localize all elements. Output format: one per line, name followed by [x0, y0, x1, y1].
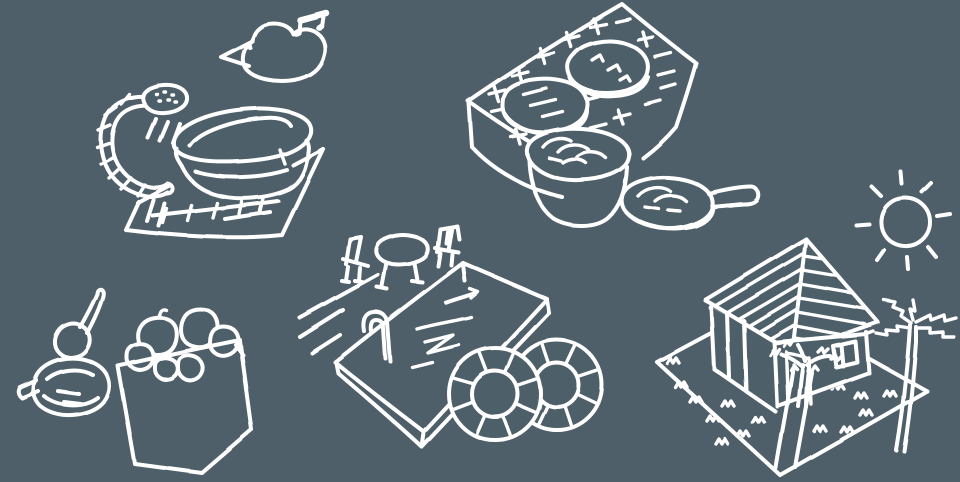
- frying-pan-bottom: [624, 204, 715, 231]
- grill-body: [467, 101, 564, 199]
- bird-beak: [219, 39, 254, 68]
- shower-head-holes: [154, 90, 179, 104]
- apple: [153, 355, 180, 382]
- apple: [208, 324, 241, 358]
- bbq-scene: [444, 2, 761, 245]
- garden-tree: [768, 338, 843, 409]
- frying-pan-contents: [636, 185, 688, 213]
- frying-pan-handle: [707, 185, 761, 209]
- grass-tufts: [665, 356, 898, 446]
- swim-ring: [447, 346, 543, 442]
- apple-stem: [157, 307, 168, 320]
- swim-ring-segments: [450, 349, 540, 439]
- bath-scene: [95, 9, 330, 240]
- bathtub-body: [174, 138, 311, 201]
- pool-ladder: [361, 309, 392, 363]
- steak-grill-marks: [590, 53, 632, 83]
- sun-rays: [854, 170, 952, 271]
- singing-bird: [240, 21, 327, 83]
- poolside-chair-left: [340, 235, 370, 284]
- palm-trunk: [894, 323, 918, 453]
- saucepan: [31, 356, 112, 418]
- garden-path: [774, 367, 814, 470]
- resort-scene: [655, 170, 958, 477]
- hut-walls: [709, 305, 871, 413]
- cooking-scene: [16, 287, 254, 475]
- bird-eye-icon: [247, 42, 252, 50]
- bathtub-rim: [171, 106, 313, 164]
- palm-tree: [874, 298, 958, 453]
- bathtub-inner-edge: [188, 115, 293, 148]
- music-note-beam-icon: [296, 9, 330, 24]
- poolside-chair-right: [433, 225, 460, 268]
- apples: [125, 307, 241, 383]
- food-bowl-contents: [541, 136, 608, 165]
- thatch-right: [793, 254, 869, 344]
- tiled-mat: [124, 147, 325, 240]
- deck-lines: [298, 273, 380, 355]
- steak-grill-marks: [522, 87, 565, 119]
- apple: [176, 353, 205, 383]
- wooden-spoon: [52, 287, 106, 360]
- apple-crate: [116, 338, 254, 475]
- steak: [565, 39, 650, 95]
- poolside-table: [374, 233, 430, 291]
- pool-scene: [298, 225, 604, 449]
- mat-grid-ticks: [161, 148, 287, 225]
- shower-hose-ribs: [95, 92, 147, 198]
- water-ripples: [410, 287, 480, 369]
- palm-fronds: [874, 298, 958, 339]
- shower-head: [140, 82, 190, 116]
- music-note-head-icon: [315, 23, 325, 31]
- sun-icon: [878, 196, 932, 249]
- music-note-head-icon: [292, 29, 302, 37]
- tree-leaves: [768, 338, 843, 373]
- thatch-left: [713, 251, 806, 348]
- saucepan-handle: [16, 378, 40, 400]
